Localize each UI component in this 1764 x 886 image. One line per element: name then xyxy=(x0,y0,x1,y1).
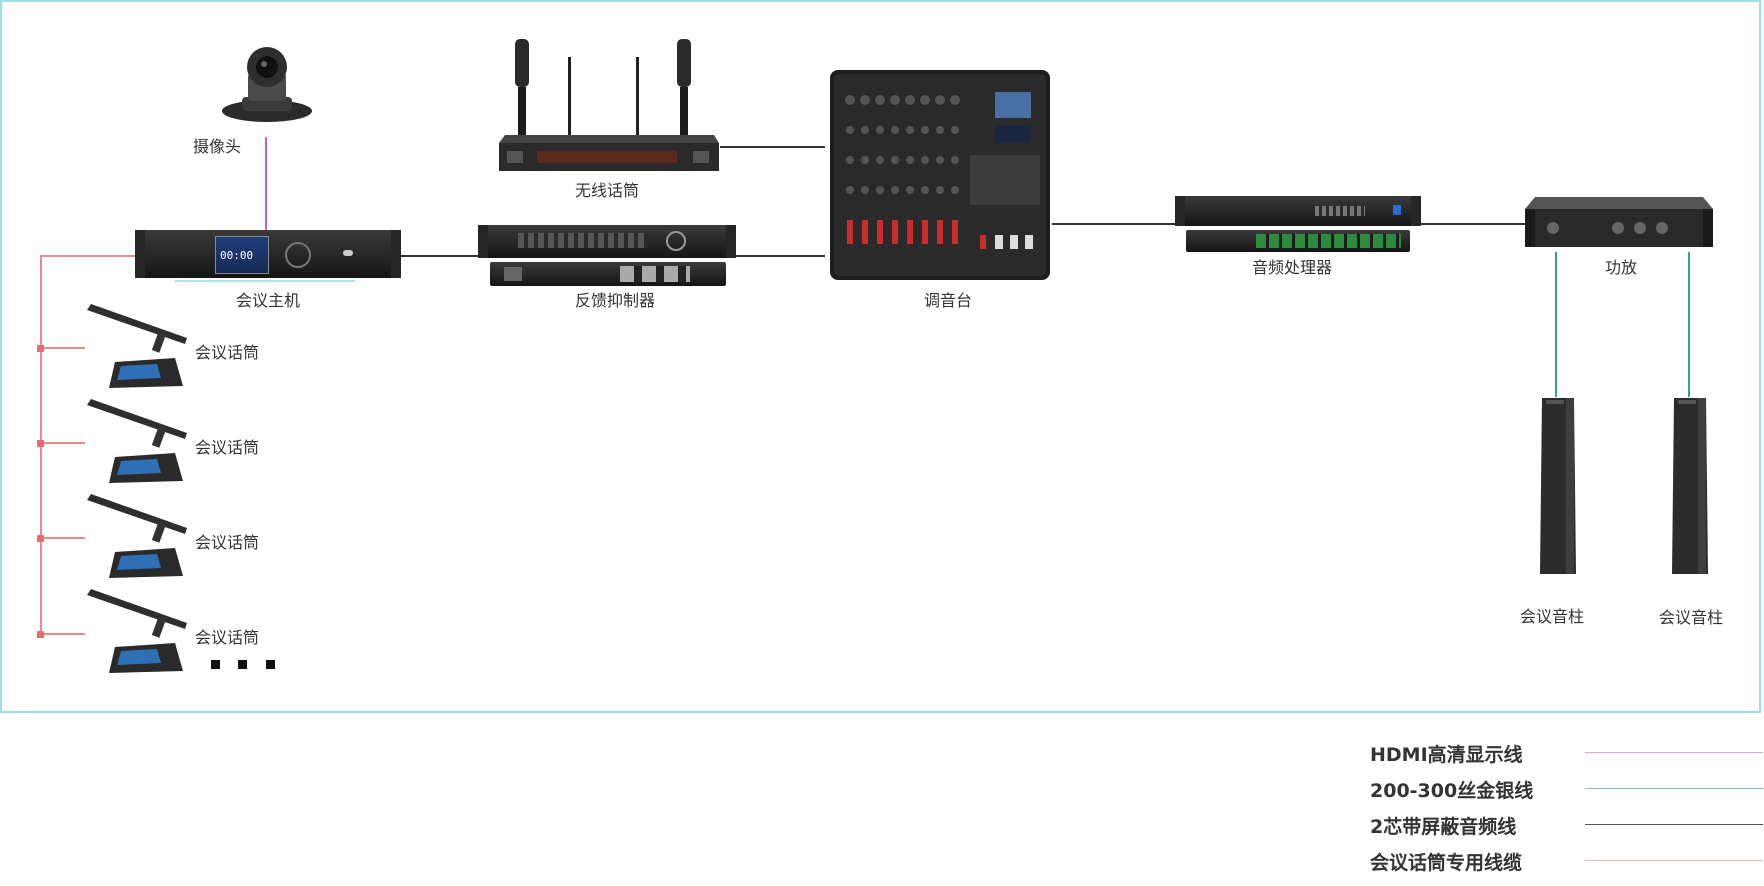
audio-processor-back-icon xyxy=(1186,230,1410,252)
mixer-icon xyxy=(830,70,1050,280)
audio-wire-host-fbs xyxy=(400,255,480,257)
audio-processor-label: 音频处理器 xyxy=(1252,258,1333,277)
feedback-suppressor-back-icon xyxy=(490,262,726,286)
column-speaker-1-icon xyxy=(1536,396,1578,578)
conference-host-icon: 00:00 xyxy=(135,230,401,278)
legend-mic-line xyxy=(1585,860,1763,861)
feedback-suppressor-icon xyxy=(478,225,736,258)
speaker-wire-2 xyxy=(1688,252,1690,397)
conf-mic-1-label: 会议话筒 xyxy=(195,343,260,362)
amplifier-label: 功放 xyxy=(1605,258,1638,277)
conf-mic-2-label: 会议话筒 xyxy=(195,438,260,457)
mic-junction-2 xyxy=(37,440,44,447)
mic-branch-2 xyxy=(40,442,85,444)
mic-junction-3 xyxy=(37,535,44,542)
conference-mic-4-icon xyxy=(85,587,195,675)
more-mics-dot-3 xyxy=(266,660,275,669)
ptz-camera-icon xyxy=(220,45,315,125)
legend-hdmi-line xyxy=(1585,752,1763,753)
power-amplifier-icon xyxy=(1523,195,1715,251)
diagram-frame xyxy=(0,0,1761,713)
camera-label: 摄像头 xyxy=(193,137,242,156)
mic-branch-4 xyxy=(40,633,85,635)
mic-branch-3 xyxy=(40,537,85,539)
audio-wire-processor-amp xyxy=(1418,223,1525,225)
audio-wire-wireless-mixer xyxy=(720,146,825,148)
legend-mic-label: 会议话筒专用线缆 xyxy=(1370,852,1523,874)
mixer-label: 调音台 xyxy=(924,291,973,310)
audio-wire-fbs-mixer xyxy=(735,255,825,257)
wireless-mic-receiver-icon xyxy=(497,35,722,175)
conference-mic-2-icon xyxy=(85,397,195,485)
hdmi-wire xyxy=(265,137,267,231)
conference-mic-3-icon xyxy=(85,492,195,580)
conf-mic-4-label: 会议话筒 xyxy=(195,628,260,647)
host-underline xyxy=(175,280,355,282)
speaker-2-label: 会议音柱 xyxy=(1659,608,1724,627)
legend-hdmi-label: HDMI高清显示线 xyxy=(1370,744,1523,766)
wireless-mic-label: 无线话筒 xyxy=(575,181,640,200)
conference-mic-1-icon xyxy=(85,302,195,390)
feedback-suppressor-label: 反馈抑制器 xyxy=(575,291,656,310)
legend-silver-label: 200-300丝金银线 xyxy=(1370,780,1534,802)
legend-silver-line xyxy=(1585,788,1763,789)
more-mics-dot-1 xyxy=(211,660,220,669)
host-label: 会议主机 xyxy=(236,291,301,310)
speaker-wire-1 xyxy=(1555,252,1557,397)
column-speaker-2-icon xyxy=(1668,396,1710,578)
mic-branch-1 xyxy=(40,347,85,349)
legend-audio-line xyxy=(1585,824,1763,825)
mic-junction-1 xyxy=(37,345,44,352)
conf-mic-3-label: 会议话筒 xyxy=(195,533,260,552)
mic-junction-4 xyxy=(37,631,44,638)
legend-audio-label: 2芯带屏蔽音频线 xyxy=(1370,816,1517,838)
audio-wire-mixer-processor xyxy=(1052,223,1176,225)
mic-bus-top xyxy=(40,255,135,257)
audio-processor-icon xyxy=(1175,196,1421,226)
more-mics-dot-2 xyxy=(238,660,247,669)
speaker-1-label: 会议音柱 xyxy=(1520,607,1585,626)
